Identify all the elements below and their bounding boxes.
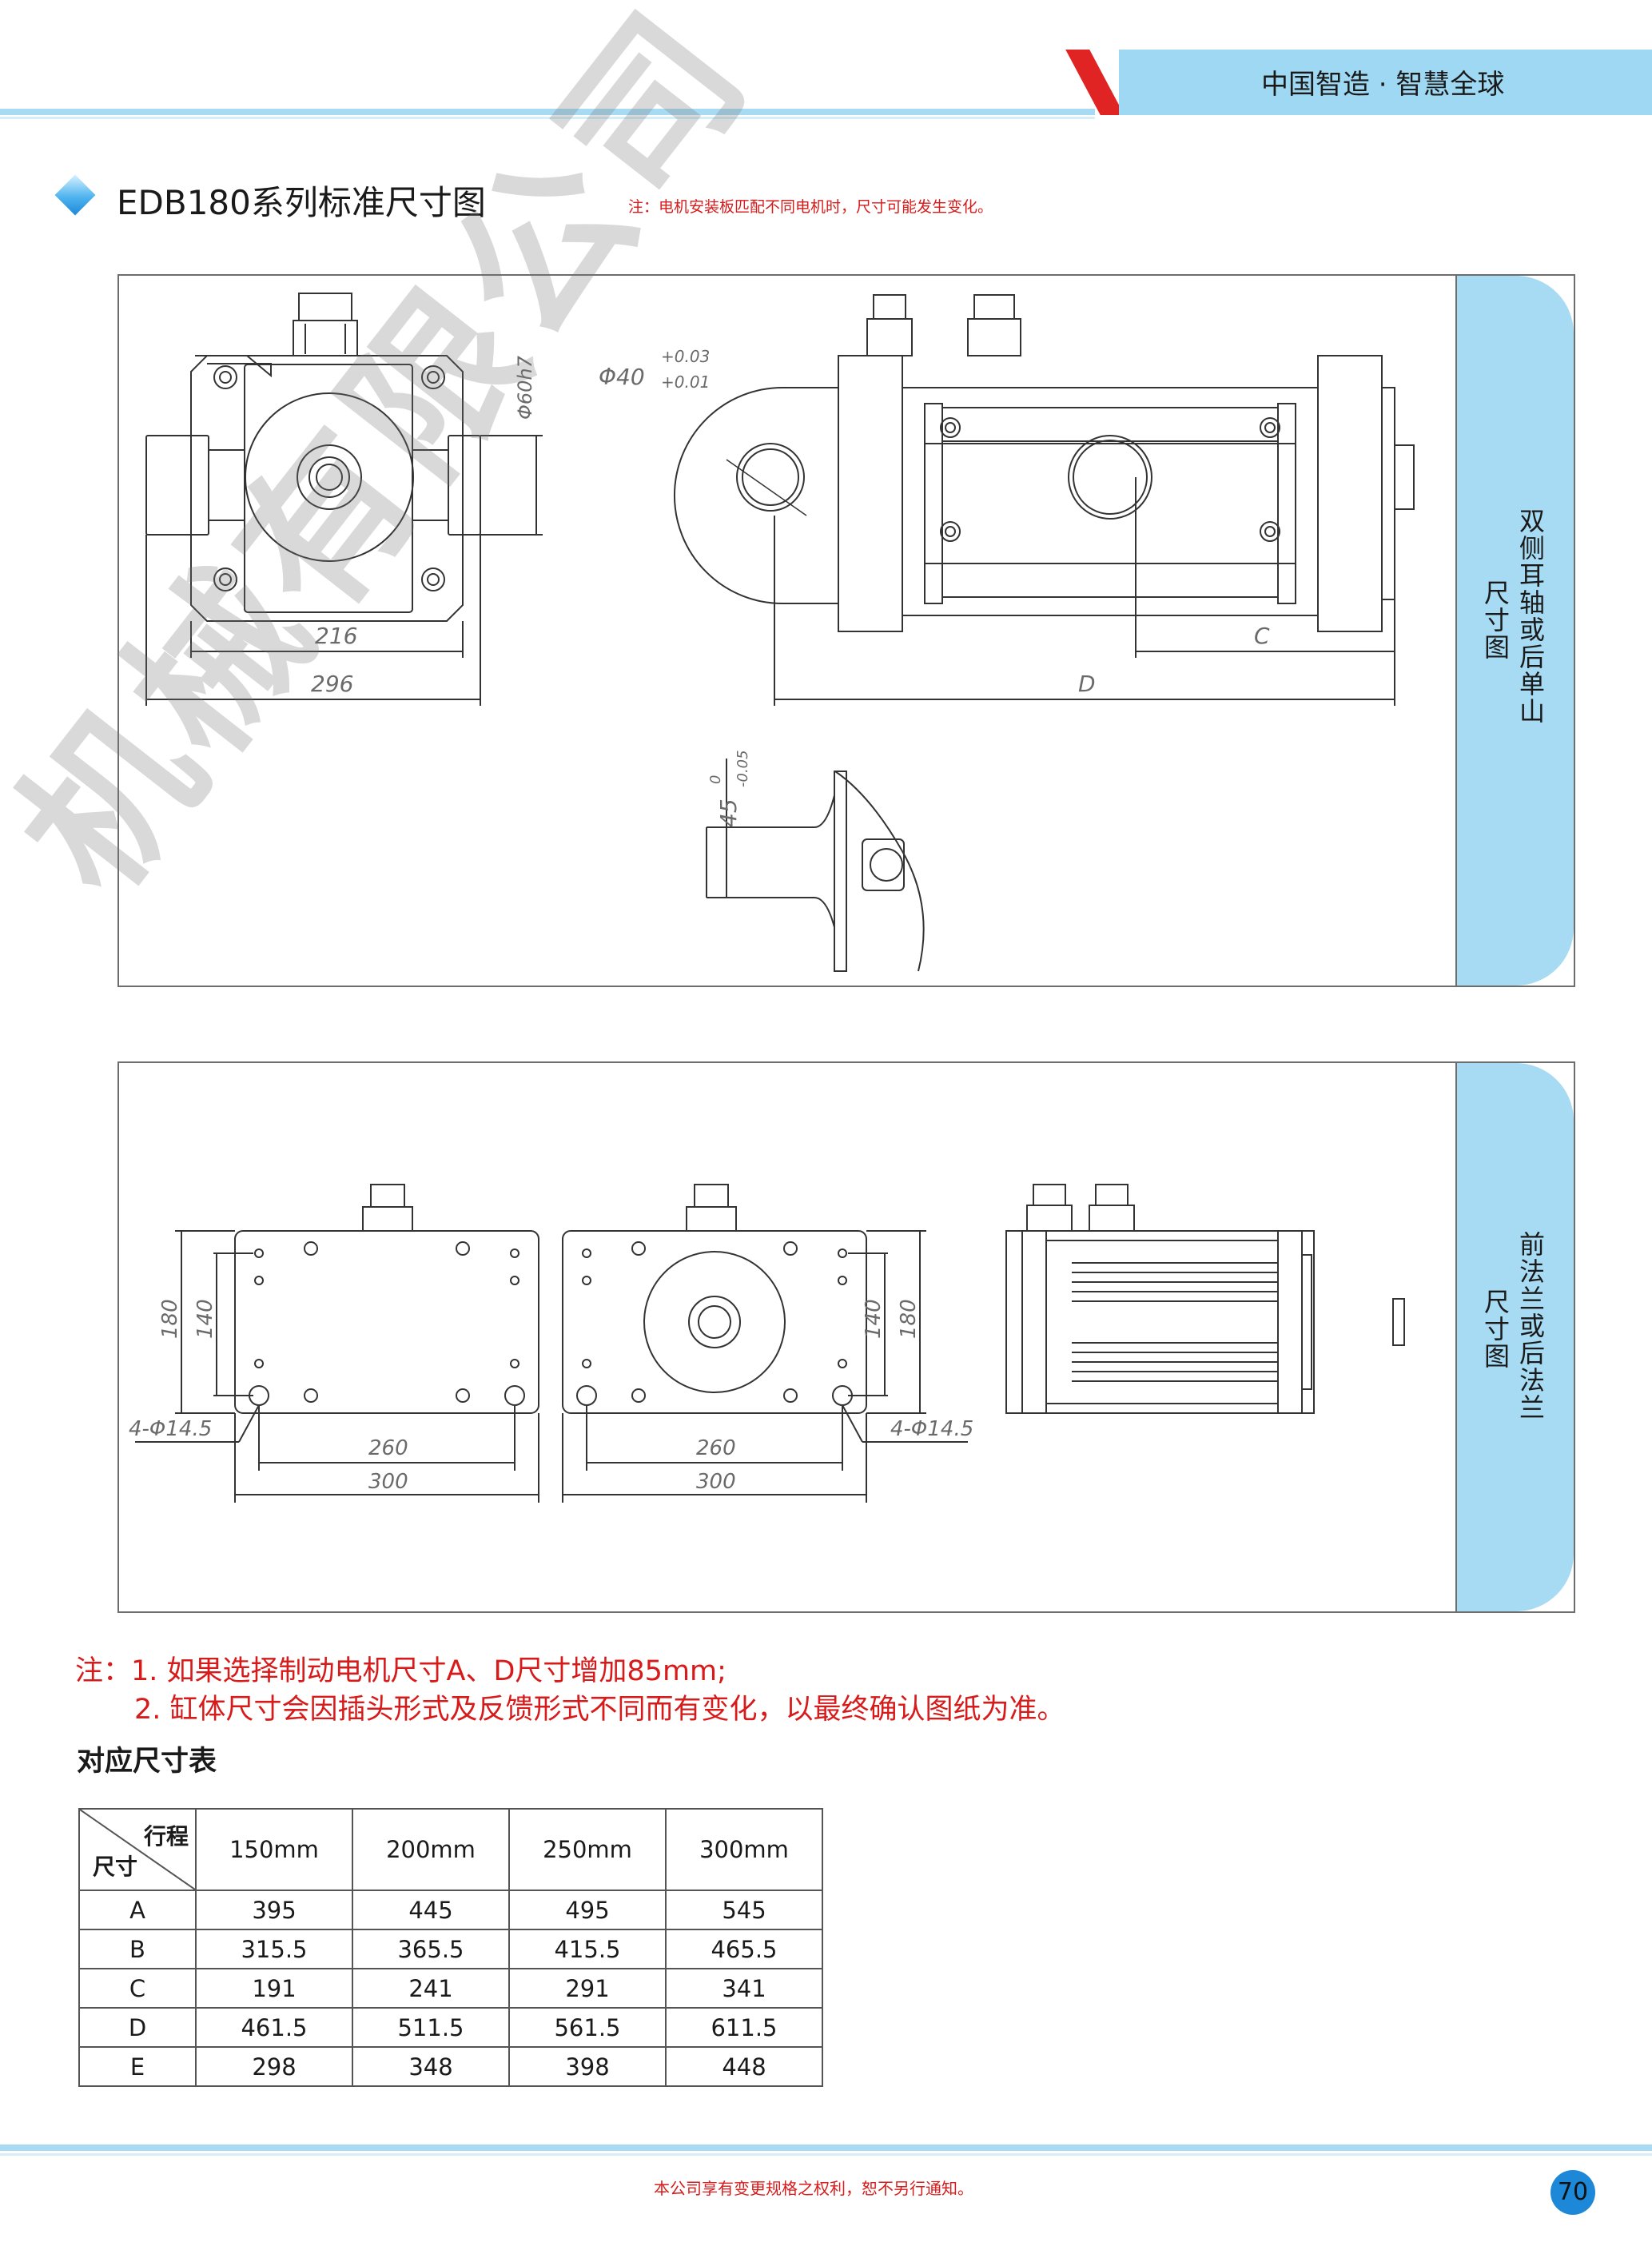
panel2-side-tab: 前法兰或后法兰 尺寸图 xyxy=(1455,1063,1574,1611)
cell: 348 xyxy=(352,2046,510,2087)
cell: 511.5 xyxy=(352,2007,510,2048)
diamond-bullet-icon xyxy=(54,174,96,216)
table-row: B 315.5 365.5 415.5 465.5 xyxy=(78,1929,823,1969)
trunnion-detail xyxy=(706,759,925,972)
dim-tol-up: +0.03 xyxy=(661,347,710,366)
cell: 415.5 xyxy=(508,1929,667,1969)
row-label: A xyxy=(78,1890,197,1930)
dim-45-tol-a: 0 xyxy=(707,775,724,784)
dim-216: 216 xyxy=(315,623,357,649)
footer-disclaimer: 本公司享有变更规格之权利，恕不另行通知。 xyxy=(654,2179,973,2198)
flange-drawing: 260 300 260 300 4-Φ14.5 4-Φ14.5 180 140 … xyxy=(129,1184,1405,1503)
table-row: D 461.5 511.5 561.5 611.5 xyxy=(78,2007,823,2048)
panel2-tab-label-col2: 尺寸图 xyxy=(1480,1288,1511,1370)
col-header: 250mm xyxy=(508,1808,667,1891)
table-corner-cell: 行程 尺寸 xyxy=(78,1808,197,1891)
trunnion-drawing: 216 296 C D Φ40 +0.03 +0.01 Φ60h7 45 0 -… xyxy=(145,293,1415,972)
table-heading: 对应尺寸表 xyxy=(77,1746,217,1778)
dim-300-left: 300 xyxy=(368,1470,408,1494)
dim-180-right: 180 xyxy=(897,1299,921,1339)
cell: 461.5 xyxy=(195,2007,353,2048)
page-number-badge: 70 xyxy=(1550,2170,1595,2215)
dim-c: C xyxy=(1254,623,1270,649)
cell: 315.5 xyxy=(195,1929,353,1969)
cell: 341 xyxy=(665,1968,823,2009)
cell: 445 xyxy=(352,1890,510,1930)
dim-holes-right: 4-Φ14.5 xyxy=(890,1417,973,1441)
panel1-side-tab: 双侧耳轴或后单山 尺寸图 xyxy=(1455,276,1574,986)
col-header: 150mm xyxy=(195,1808,353,1891)
col-header: 200mm xyxy=(352,1808,510,1891)
table-row: A 395 445 495 545 xyxy=(78,1890,823,1930)
slogan-text: 中国智造 · 智慧全球 xyxy=(1261,69,1505,101)
dim-dia60: Φ60h7 xyxy=(514,355,536,420)
header-rule xyxy=(0,109,1095,115)
dim-45: 45 xyxy=(715,798,742,827)
flange-side-view xyxy=(1005,1184,1405,1414)
cell: 465.5 xyxy=(665,1929,823,1969)
dim-dia40: Φ40 xyxy=(599,364,645,390)
table-row: C 191 241 291 341 xyxy=(78,1968,823,2009)
row-label: D xyxy=(78,2007,197,2048)
note-line-2: 2. 缸体尺寸会因插头形式及反馈形式不同而有变化，以最终确认图纸为准。 xyxy=(134,1694,1065,1726)
dimension-table: 行程 尺寸 150mm 200mm 250mm 300mm A 395 445 … xyxy=(78,1808,823,2087)
cell: 495 xyxy=(508,1890,667,1930)
cell: 448 xyxy=(665,2046,823,2087)
dim-260-right: 260 xyxy=(696,1436,736,1460)
corner-top-label: 行程 xyxy=(143,1823,189,1850)
cell: 395 xyxy=(195,1890,353,1930)
row-label: C xyxy=(78,1968,197,2009)
panel1-tab-label-col1: 双侧耳轴或后单山 xyxy=(1515,508,1546,725)
cell: 398 xyxy=(508,2046,667,2087)
end-view xyxy=(145,293,543,706)
dim-140-left: 140 xyxy=(193,1299,217,1339)
cell: 561.5 xyxy=(508,2007,667,2048)
panel2-tab-label-col1: 前法兰或后法兰 xyxy=(1515,1231,1546,1421)
dim-260-left: 260 xyxy=(368,1436,408,1460)
footer-rule-thin xyxy=(0,2153,1652,2156)
slogan-banner xyxy=(1119,50,1652,115)
dim-d: D xyxy=(1078,671,1096,697)
table-row: E 298 348 398 448 xyxy=(78,2046,823,2087)
front-flange-view xyxy=(562,1184,968,1503)
cell: 191 xyxy=(195,1968,353,2009)
row-label: E xyxy=(78,2046,197,2087)
dim-tol-dn: +0.01 xyxy=(661,372,710,392)
corner-bottom-label: 尺寸 xyxy=(93,1854,138,1880)
cell: 291 xyxy=(508,1968,667,2009)
title-note: 注：电机安装板匹配不同电机时，尺寸可能发生变化。 xyxy=(628,198,993,216)
note-line-1: 注：1. 如果选择制动电机尺寸A、D尺寸增加85mm; xyxy=(75,1655,726,1687)
dim-holes-left: 4-Φ14.5 xyxy=(129,1417,212,1441)
dim-180-left: 180 xyxy=(158,1299,182,1339)
dim-300-right: 300 xyxy=(696,1470,736,1494)
cell: 241 xyxy=(352,1968,510,2009)
col-header: 300mm xyxy=(665,1808,823,1891)
panel1-tab-label-col2: 尺寸图 xyxy=(1480,579,1511,661)
cell: 365.5 xyxy=(352,1929,510,1969)
cell: 611.5 xyxy=(665,2007,823,2048)
dim-140-right: 140 xyxy=(862,1299,886,1339)
header-rule-thin xyxy=(0,117,1095,119)
rear-flange-view xyxy=(135,1184,539,1503)
dim-45-tol-b: -0.05 xyxy=(734,750,751,787)
page-title: EDB180系列标准尺寸图 xyxy=(117,183,486,222)
footer-rule xyxy=(0,2144,1652,2151)
side-view xyxy=(674,294,1415,706)
dim-296: 296 xyxy=(311,671,353,697)
drawing-panel-trunnion: 216 296 C D Φ40 +0.03 +0.01 Φ60h7 45 0 -… xyxy=(117,274,1575,987)
cell: 545 xyxy=(665,1890,823,1930)
cell: 298 xyxy=(195,2046,353,2087)
drawing-panel-flange: 260 300 260 300 4-Φ14.5 4-Φ14.5 180 140 … xyxy=(117,1061,1575,1613)
corner-diagonal xyxy=(80,1810,195,1890)
row-label: B xyxy=(78,1929,197,1969)
